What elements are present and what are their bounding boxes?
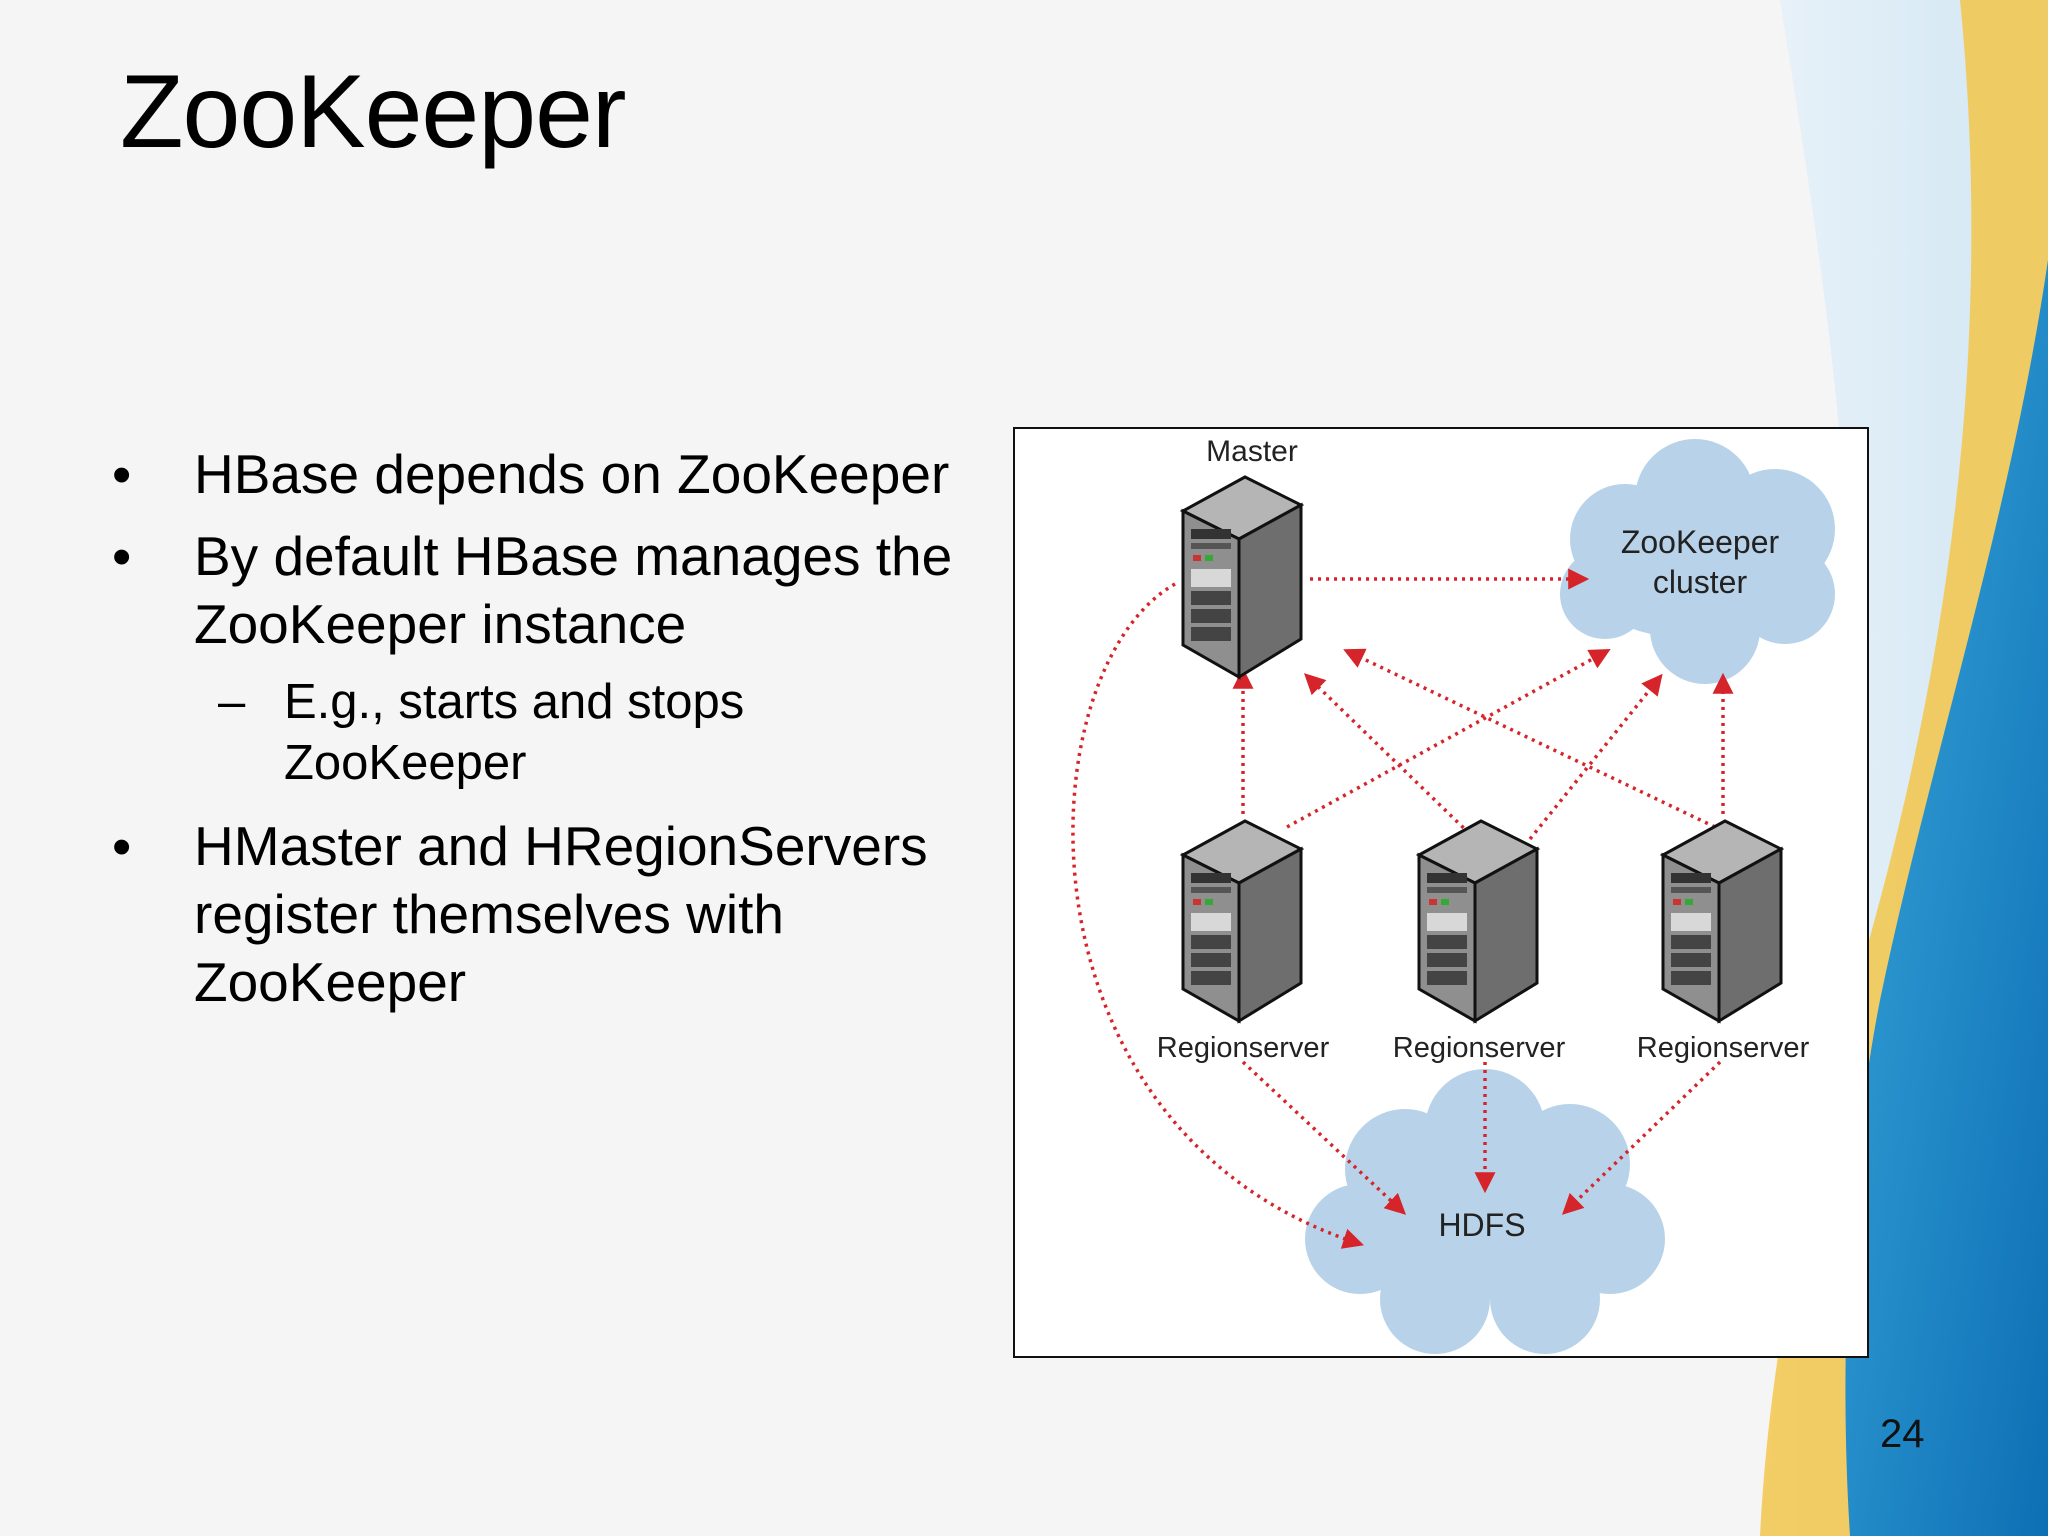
sub-bullet-item: – E.g., starts and stops ZooKeeper	[110, 672, 990, 794]
dash-glyph: –	[218, 675, 246, 729]
bullet-text: By default HBase manages the ZooKeeper i…	[194, 525, 953, 655]
bullet-glyph: •	[112, 525, 132, 587]
hdfs-cloud	[1305, 1069, 1665, 1354]
page-number: 24	[1880, 1412, 1925, 1456]
slide-title: ZooKeeper	[120, 54, 627, 170]
regionserver-icon	[1181, 819, 1303, 1023]
architecture-diagram: Master ZooKeeper cluster Regionserver Re…	[1013, 427, 1869, 1358]
regionserver-label: Regionserver	[1393, 1032, 1566, 1064]
bullet-item: • By default HBase manages the ZooKeeper…	[110, 522, 990, 658]
regionserver-label: Regionserver	[1157, 1032, 1330, 1064]
connection-arrows	[1071, 568, 1734, 1249]
regionserver-icon	[1661, 819, 1783, 1023]
hdfs-label: HDFS	[1438, 1207, 1525, 1243]
regionserver-icon	[1417, 819, 1539, 1023]
bullet-list: • HBase depends on ZooKeeper • By defaul…	[110, 440, 990, 1030]
master-label: Master	[1206, 435, 1298, 468]
diagram-canvas: Master ZooKeeper cluster Regionserver Re…	[1071, 435, 1835, 1354]
zookeeper-cloud	[1560, 439, 1835, 684]
bullet-item: • HBase depends on ZooKeeper	[110, 440, 990, 508]
bullet-glyph: •	[112, 815, 132, 877]
bullet-glyph: •	[112, 443, 132, 505]
zookeeper-cluster-label: cluster	[1653, 564, 1748, 600]
zookeeper-label: ZooKeeper	[1621, 524, 1780, 560]
regionserver-label: Regionserver	[1637, 1032, 1810, 1064]
bullet-text: HBase depends on ZooKeeper	[194, 443, 950, 505]
bullet-text: HMaster and HRegionServers register them…	[194, 815, 928, 1013]
sub-bullet-text: E.g., starts and stops ZooKeeper	[284, 675, 745, 790]
master-server-icon	[1181, 475, 1303, 679]
bullet-item: • HMaster and HRegionServers register th…	[110, 812, 990, 1016]
